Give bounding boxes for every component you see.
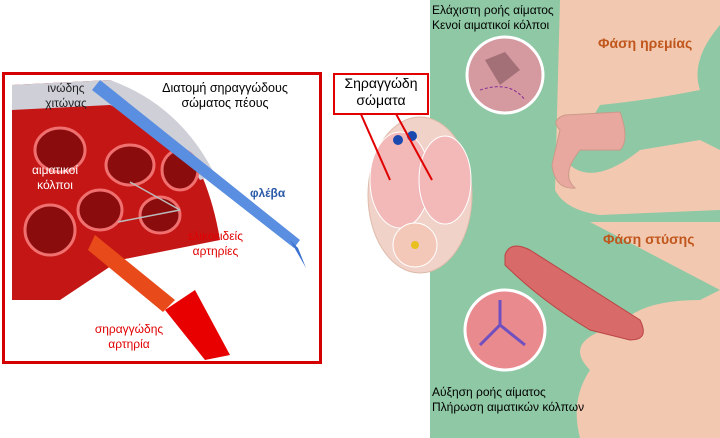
label-sinuses: αιματικοί κόλποι [31,163,79,192]
cavernous-artery [88,235,175,312]
label-vein: φλέβα [250,186,286,200]
rest-line1: Ελάχιστη ροής αίματος [432,3,554,17]
erection-line2: Πλήρωση αιματικών κόλπων [432,400,585,414]
cross-section-title: Διατομή σηραγγώδους σώματος πέους [162,81,288,110]
label-helicine-arteries: ελικοειδείς αρτηρίες [187,229,244,258]
penis-rest [551,111,626,189]
erection-phase-title: Φάση στύσης [603,231,695,247]
rest-phase-title: Φάση ηρεμίας [598,35,693,51]
label-cavernous-artery: σηραγγώδης αρτηρία [94,322,164,351]
cross-section-frame [2,72,322,364]
rest-line2: Κενοί αιματικοί κόλποι [432,18,550,32]
label-tunica: ινώδης χιτώνας [45,81,87,110]
body-erect-silhouette [576,222,720,438]
penis-erect [504,245,644,341]
body-rest-silhouette [555,0,720,215]
corpora-cavernosa-callout: Σηραγγώδη σώματα [333,73,429,115]
erection-line1: Αύξηση ροής αίματος [432,385,546,399]
inflow-arrow [165,290,230,360]
vein [92,80,300,248]
